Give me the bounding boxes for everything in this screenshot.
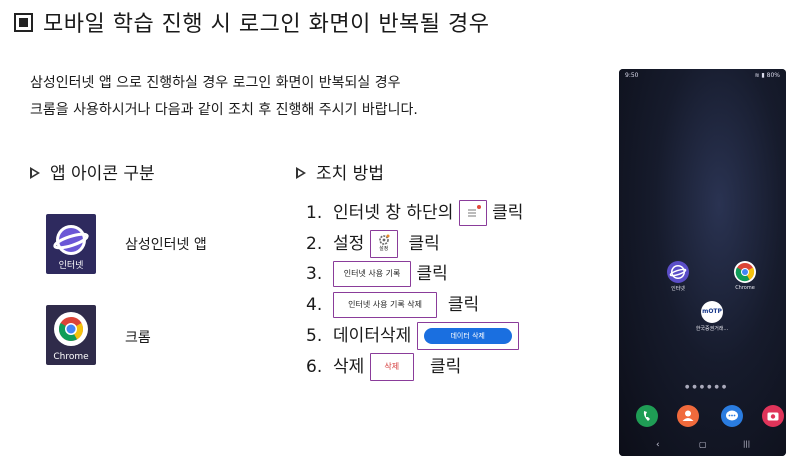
app-name-chrome: 크롬 bbox=[125, 330, 151, 346]
apps-section-heading: 앱 아이콘 구분 bbox=[30, 159, 155, 184]
recent-apps-icon[interactable]: ||| bbox=[743, 440, 751, 448]
home-icon[interactable]: ▢ bbox=[699, 440, 707, 449]
phone-status-battery: ≋ ▮ 80% bbox=[754, 72, 780, 79]
back-icon[interactable]: ‹ bbox=[656, 440, 660, 450]
browsing-history-menu-illustration: 인터넷 사용 기록 bbox=[333, 261, 412, 287]
phone-call-icon bbox=[643, 411, 650, 421]
delete-data-button-illustration: 데이터 삭제 bbox=[416, 322, 519, 350]
chrome-icon bbox=[54, 312, 88, 346]
phone-dock-call[interactable] bbox=[636, 405, 658, 427]
samsung-internet-icon bbox=[667, 261, 689, 283]
chrome-app-icon: Chrome bbox=[46, 305, 96, 365]
phone-status-time: 9:50 bbox=[625, 72, 639, 79]
app-icon-label: Chrome bbox=[53, 352, 89, 362]
samsung-internet-icon bbox=[53, 225, 89, 255]
menu-lines-icon bbox=[467, 205, 481, 217]
step-3: 3. 인터넷 사용 기록 클릭 bbox=[306, 261, 448, 287]
step-2: 2. 설정 설정 클릭 bbox=[306, 230, 440, 258]
gear-icon bbox=[378, 234, 390, 245]
menu-button-illustration bbox=[458, 200, 487, 226]
phone-app-chrome[interactable]: Chrome bbox=[730, 261, 760, 291]
triangle-bullet-icon bbox=[296, 167, 306, 179]
intro-text: 삼성인터넷 앱 으로 진행하실 경우 로그인 화면이 반복되실 경우 크롬을 사… bbox=[30, 70, 418, 124]
motp-icon: mOTP bbox=[701, 301, 723, 323]
settings-button-illustration: 설정 bbox=[369, 230, 398, 258]
delete-button-illustration: 삭제 bbox=[369, 353, 414, 381]
phone-dock-messages[interactable] bbox=[721, 405, 743, 427]
step-1: 1. 인터넷 창 하단의 클릭 bbox=[306, 200, 523, 226]
delete-history-menu-illustration: 인터넷 사용 기록 삭제 bbox=[333, 292, 438, 318]
wifi-icon: ≋ bbox=[754, 72, 760, 79]
intro-line-2: 크롬을 사용하시거나 다음과 같이 조치 후 진행해 주시기 바랍니다. bbox=[30, 102, 418, 118]
app-icon-label: 인터넷 bbox=[58, 261, 84, 271]
page-title: 모바일 학습 진행 시 로그인 화면이 반복될 경우 bbox=[14, 6, 490, 38]
phone-dock-camera[interactable] bbox=[762, 405, 784, 427]
phone-navigation-bar: ‹ ▢ ||| bbox=[619, 440, 786, 454]
contacts-icon bbox=[682, 410, 694, 421]
chrome-icon bbox=[734, 261, 756, 283]
camera-icon bbox=[767, 412, 779, 421]
phone-app-samsung-internet[interactable]: 인터넷 bbox=[664, 261, 692, 292]
steps-section-heading: 조치 방법 bbox=[296, 159, 384, 184]
messages-icon bbox=[726, 410, 738, 421]
delete-data-pill: 데이터 삭제 bbox=[423, 328, 512, 344]
intro-line-1: 삼성인터넷 앱 으로 진행하실 경우 로그인 화면이 반복되실 경우 bbox=[30, 75, 401, 91]
phone-wallpaper bbox=[619, 69, 786, 456]
step-4: 4. 인터넷 사용 기록 삭제 클릭 bbox=[306, 292, 479, 318]
samsung-internet-app-icon: 인터넷 bbox=[46, 214, 96, 274]
step-5: 5. 데이터삭제 데이터 삭제 bbox=[306, 322, 519, 350]
phone-dock-contacts[interactable] bbox=[677, 405, 699, 427]
phone-home-screen: 9:50 ≋ ▮ 80% 인터넷 Chrome mOTP bbox=[619, 69, 786, 456]
phone-app-motp[interactable]: mOTP 한국증권거래... bbox=[695, 301, 729, 332]
step-6: 6. 삭제 삭제 클릭 bbox=[306, 353, 461, 381]
app-name-samsung-internet: 삼성인터넷 앱 bbox=[125, 237, 207, 253]
triangle-bullet-icon bbox=[30, 167, 40, 179]
page-indicator-dots: ●●●●●● bbox=[685, 384, 730, 390]
signal-icon: ▮ bbox=[761, 72, 765, 79]
square-bullet-icon bbox=[14, 13, 33, 32]
